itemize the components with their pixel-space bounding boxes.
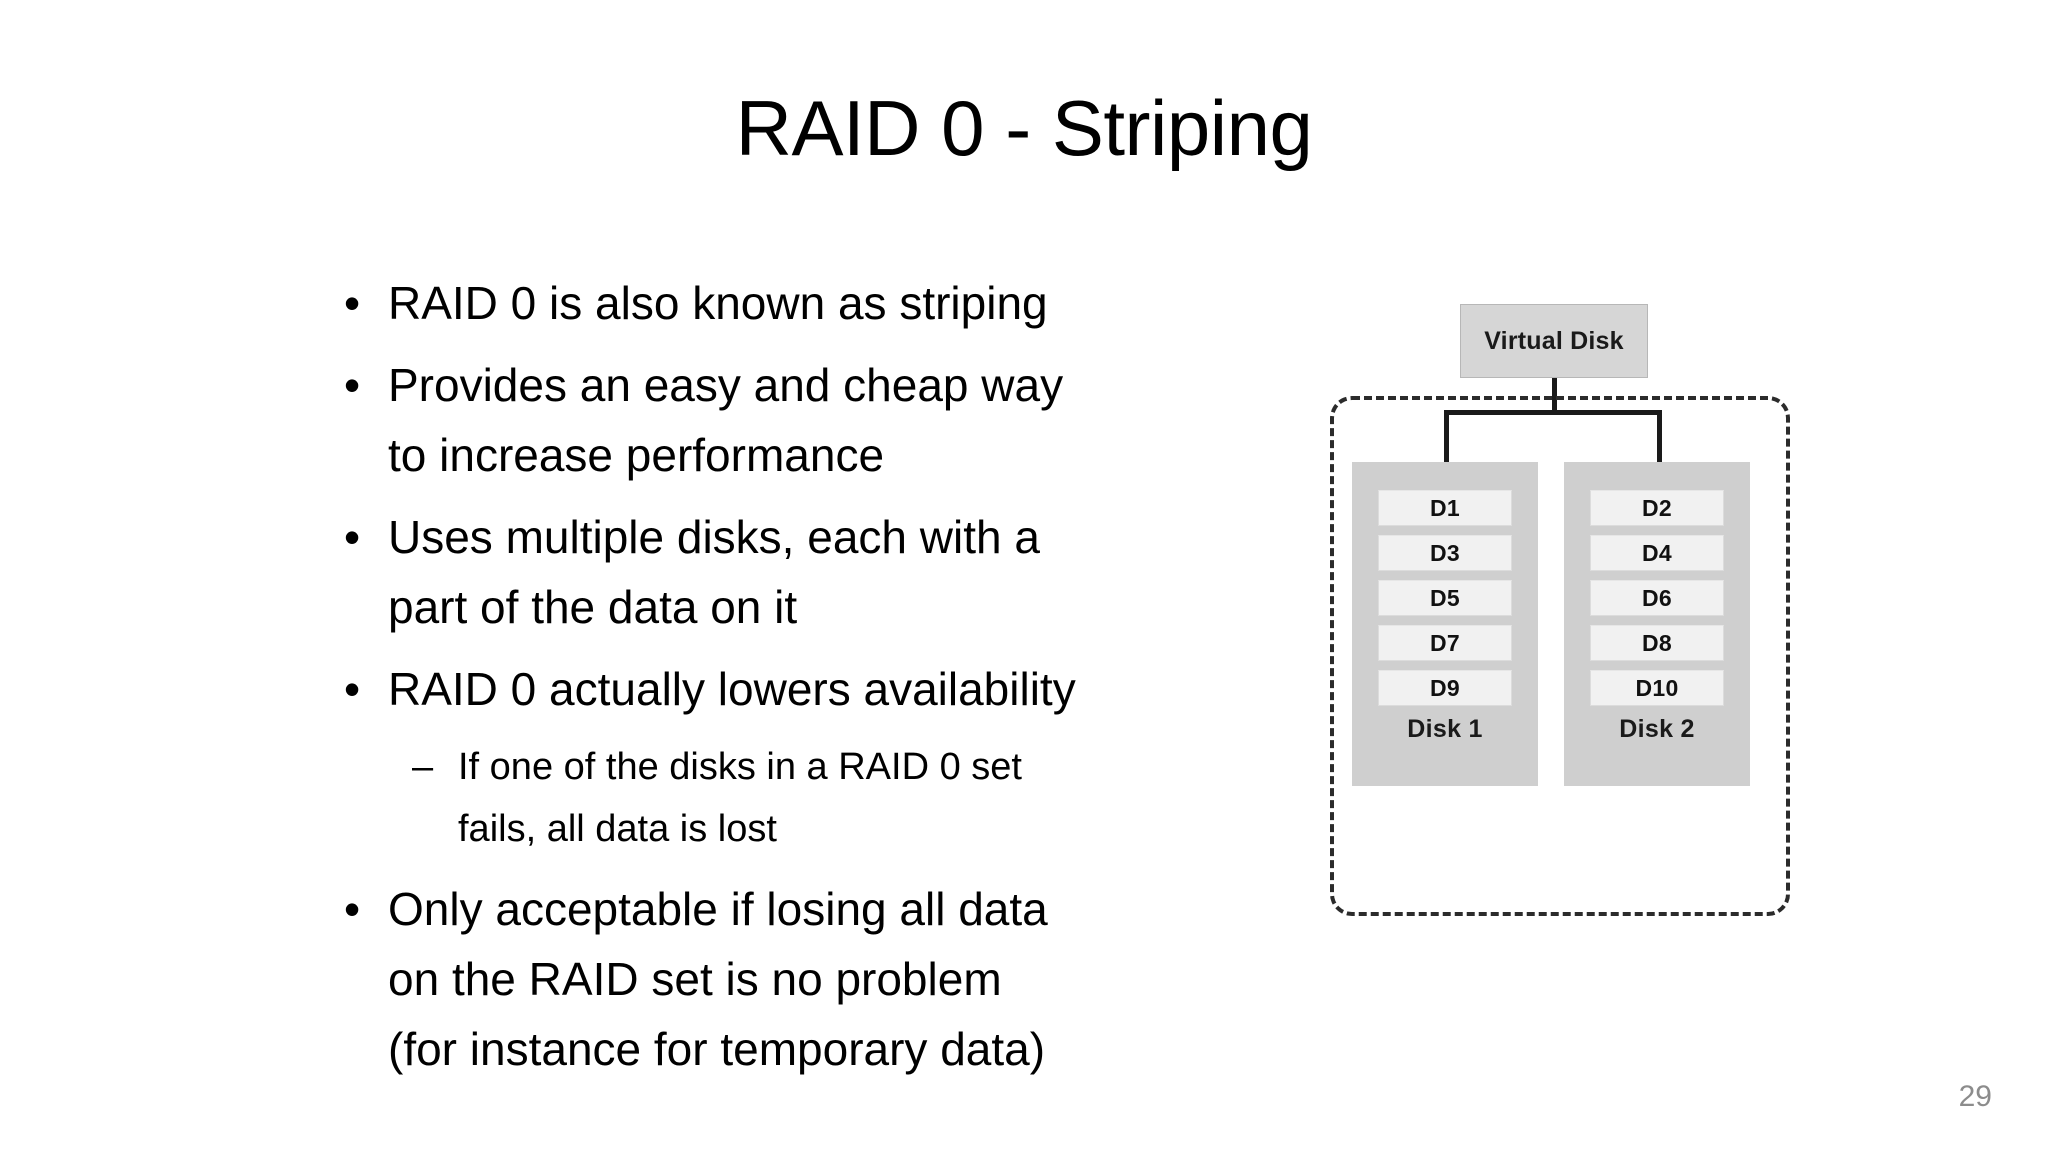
raid-set-boundary xyxy=(1330,396,1790,916)
list-item-line: to increase performance xyxy=(388,429,885,481)
data-block: D2 xyxy=(1590,490,1724,526)
data-block: D8 xyxy=(1590,625,1724,661)
page-number: 29 xyxy=(1958,1080,1992,1113)
bullet-marker-icon: • xyxy=(344,359,361,411)
data-block: D10 xyxy=(1590,670,1724,706)
data-block: D1 xyxy=(1378,490,1512,526)
bullet-marker-icon: • xyxy=(344,663,361,715)
list-item-line: part of the data on it xyxy=(388,581,798,633)
virtual-disk-box: Virtual Disk xyxy=(1460,304,1648,378)
data-block: D7 xyxy=(1378,625,1512,661)
sub-list-item-text: If one of the disks in a RAID 0 set fail… xyxy=(458,736,1290,860)
list-item-text: RAID 0 actually lowers availability xyxy=(388,654,1290,724)
list-item-line: on the RAID set is no problem xyxy=(388,953,1002,1005)
data-block: D9 xyxy=(1378,670,1512,706)
list-item-line: (for instance for temporary data) xyxy=(388,1023,1046,1075)
list-item-line: Only acceptable if losing all data xyxy=(388,883,1048,935)
disk-column-2: D2 D4 D6 D8 D10 Disk 2 xyxy=(1564,462,1750,786)
bullet-list: • RAID 0 is also known as striping • Pro… xyxy=(330,268,1290,1096)
page-title: RAID 0 - Striping xyxy=(735,84,1313,172)
list-item: • RAID 0 actually lowers availability xyxy=(330,654,1290,724)
list-item-text: RAID 0 is also known as striping xyxy=(388,268,1290,338)
bullet-marker-icon: • xyxy=(344,277,361,329)
data-block: D3 xyxy=(1378,535,1512,571)
list-item: • Provides an easy and cheap way to incr… xyxy=(330,350,1290,490)
raid0-diagram: Virtual Disk D1 D3 D5 D7 D9 Disk 1 D2 D4… xyxy=(1312,296,1812,936)
connector-drop-right-line xyxy=(1657,410,1662,466)
list-item-line: Provides an easy and cheap way xyxy=(388,359,1064,411)
data-block: D5 xyxy=(1378,580,1512,616)
data-block: D6 xyxy=(1590,580,1724,616)
list-item: • Uses multiple disks, each with a part … xyxy=(330,502,1290,642)
disk-column-1: D1 D3 D5 D7 D9 Disk 1 xyxy=(1352,462,1538,786)
bullet-marker-icon: • xyxy=(344,883,361,935)
list-item: • RAID 0 is also known as striping xyxy=(330,268,1290,338)
list-item: • Only acceptable if losing all data on … xyxy=(330,874,1290,1084)
list-item-text: Provides an easy and cheap way to increa… xyxy=(388,350,1290,490)
list-item-line: RAID 0 is also known as striping xyxy=(388,277,1048,329)
list-item-text: Only acceptable if losing all data on th… xyxy=(388,874,1290,1084)
list-item-line: RAID 0 actually lowers availability xyxy=(388,663,1076,715)
disk-label: Disk 1 xyxy=(1407,715,1483,743)
list-item-line: Uses multiple disks, each with a xyxy=(388,511,1040,563)
sub-list-item: – If one of the disks in a RAID 0 set fa… xyxy=(330,736,1290,860)
disk-label: Disk 2 xyxy=(1619,715,1695,743)
bullet-marker-icon: • xyxy=(344,511,361,563)
connector-drop-left-line xyxy=(1444,410,1449,466)
data-block: D4 xyxy=(1590,535,1724,571)
sub-list-item-line: fails, all data is lost xyxy=(458,808,777,850)
connector-horizontal-line xyxy=(1444,410,1662,415)
list-item-text: Uses multiple disks, each with a part of… xyxy=(388,502,1290,642)
dash-marker-icon: – xyxy=(412,746,434,788)
sub-list-item-line: If one of the disks in a RAID 0 set xyxy=(458,746,1022,788)
